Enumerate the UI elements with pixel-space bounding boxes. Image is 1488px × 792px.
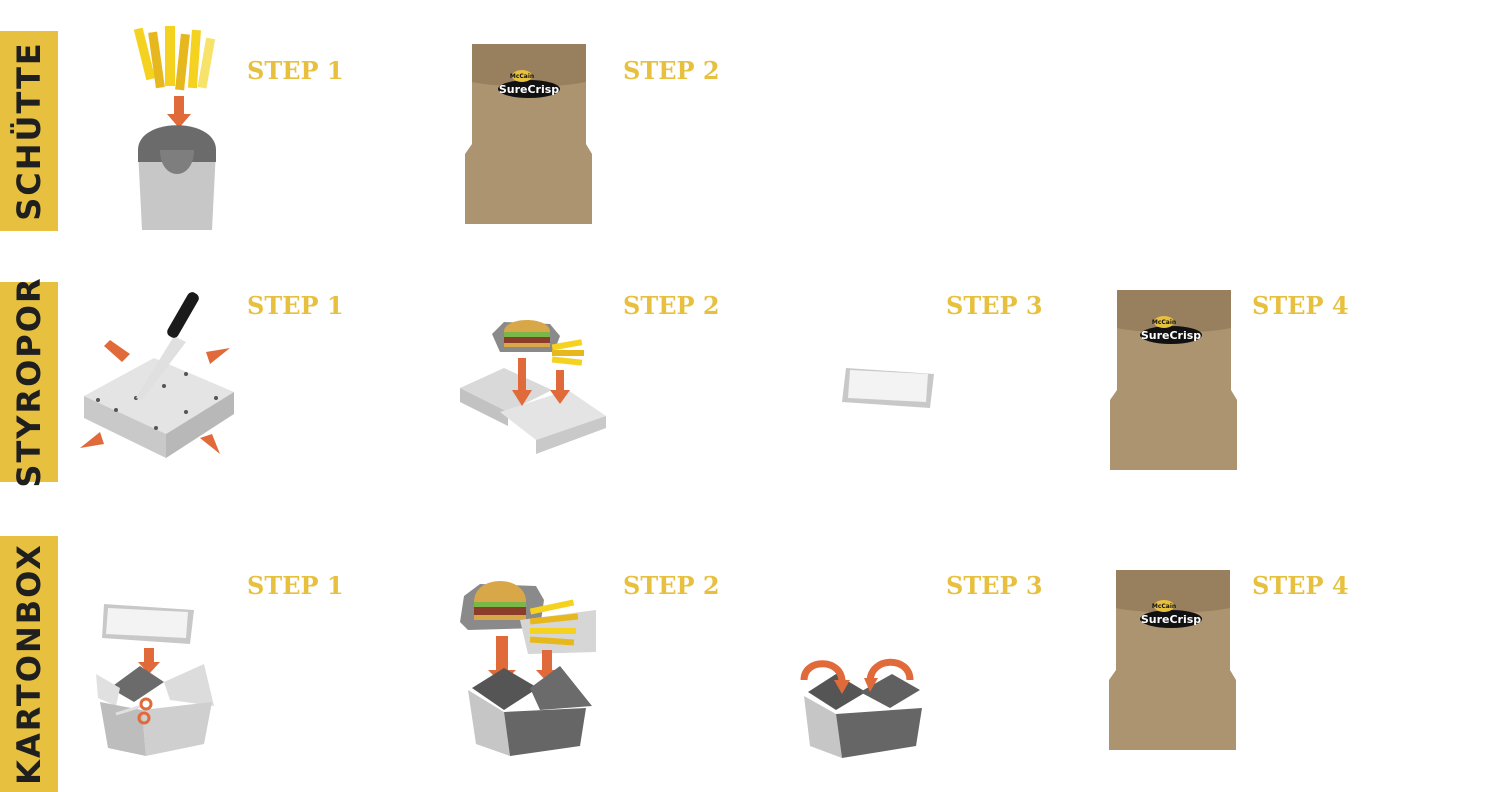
fries-icon xyxy=(133,26,216,91)
step-label: STEP 2 xyxy=(623,291,720,320)
step-label: STEP 4 xyxy=(1252,571,1349,600)
cardboard-box-closing-illustration xyxy=(800,658,922,758)
step-label: STEP 1 xyxy=(247,291,344,320)
cardboard-box-burger-fries-illustration xyxy=(460,581,596,756)
fry-scoop-icon xyxy=(138,125,216,230)
paper-bag-icon: McCain SureCrisp xyxy=(465,44,592,224)
mccain-logo-icon: McCain SureCrisp xyxy=(1140,600,1202,628)
step-label: STEP 2 xyxy=(623,571,720,600)
row-label-text: KARTONBOX xyxy=(10,543,48,785)
step-label: STEP 2 xyxy=(623,56,720,85)
cardboard-box-icon xyxy=(804,674,922,758)
styrofoam-box-knife-illustration xyxy=(80,292,234,458)
fries-icon xyxy=(551,339,584,366)
paper-napkin-icon xyxy=(842,368,934,408)
knife-icon xyxy=(136,292,199,400)
row-label-styropor: STYROPOR xyxy=(0,276,58,488)
svg-text:McCain: McCain xyxy=(1152,603,1176,610)
row-label-schuette: SCHÜTTE xyxy=(0,31,58,231)
step-label: STEP 3 xyxy=(946,571,1043,600)
svg-text:SureCrisp: SureCrisp xyxy=(499,83,559,96)
step-label: STEP 1 xyxy=(247,571,344,600)
burger-icon xyxy=(460,581,544,630)
mccain-logo-icon: McCain SureCrisp xyxy=(498,70,560,98)
svg-text:SureCrisp: SureCrisp xyxy=(1141,329,1201,342)
paper-napkin-icon xyxy=(102,604,194,644)
cardboard-box-icon xyxy=(468,666,592,756)
styrofoam-box-open-icon xyxy=(460,368,606,454)
arrow-down-icon xyxy=(138,648,160,674)
svg-text:McCain: McCain xyxy=(1152,319,1176,326)
curved-arrow-icon xyxy=(800,658,914,683)
svg-text:SureCrisp: SureCrisp xyxy=(1141,613,1201,626)
mccain-logo-icon: McCain SureCrisp xyxy=(1140,316,1202,344)
row-label-text: STYROPOR xyxy=(10,276,48,488)
fries-icon xyxy=(520,599,596,654)
fries-into-scoop-illustration xyxy=(133,26,216,230)
paper-bag-icon: McCain SureCrisp xyxy=(1110,290,1237,470)
cardboard-box-icon xyxy=(96,664,214,756)
step-label: STEP 3 xyxy=(946,291,1043,320)
row-label-kartonbox: KARTONBOX xyxy=(0,536,58,792)
paper-bag-icon: McCain SureCrisp xyxy=(1109,570,1236,750)
arrow-down-icon xyxy=(167,96,191,128)
styrofoam-box-burger-fries-illustration xyxy=(460,320,606,454)
cardboard-box-napkin-scissors-illustration xyxy=(96,604,214,756)
arrow-down-icon xyxy=(512,358,570,406)
styrofoam-box-icon xyxy=(84,358,234,458)
scissors-icon xyxy=(115,697,153,725)
step-label: STEP 4 xyxy=(1252,291,1349,320)
svg-text:McCain: McCain xyxy=(510,73,534,80)
arrow-icon xyxy=(80,340,230,454)
burger-icon xyxy=(492,320,560,352)
row-label-text: SCHÜTTE xyxy=(10,41,48,221)
step-label: STEP 1 xyxy=(247,56,344,85)
